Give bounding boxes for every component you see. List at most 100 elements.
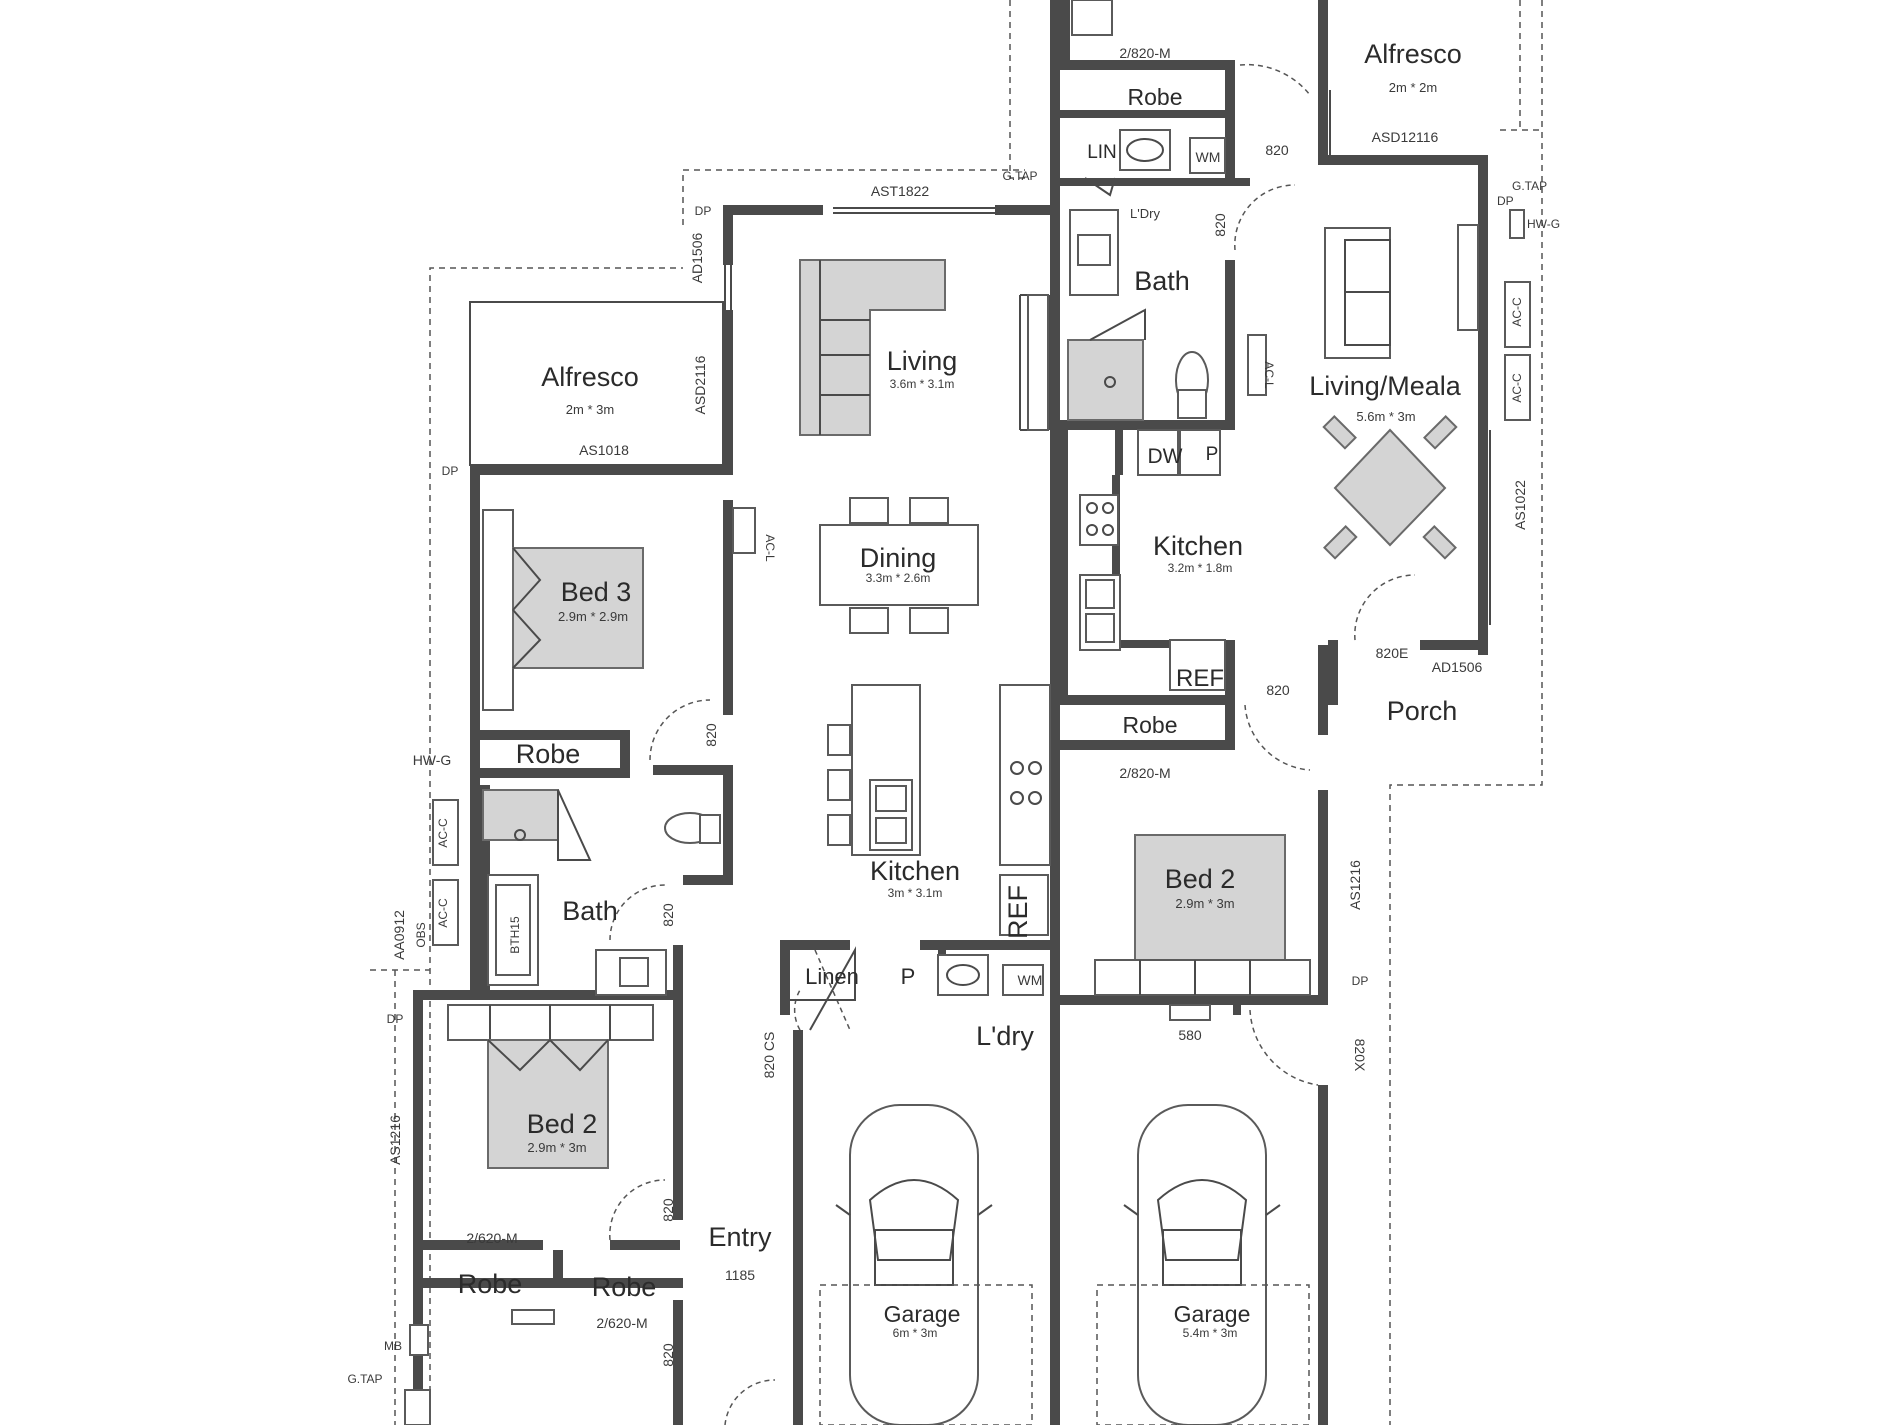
right-unit-fixtures: [432, 0, 1531, 1021]
downpipe-label: DP: [695, 204, 712, 218]
car-right-icon: [1123, 1104, 1281, 1425]
bed3-dim: 2.9m * 2.9m: [558, 609, 628, 624]
car-left-icon: [835, 1104, 993, 1425]
gas-tap-label: G.TAP: [347, 1372, 382, 1386]
dining-dim: 3.3m * 2.6m: [866, 571, 931, 585]
alfresco-left-label: Alfresco: [541, 362, 639, 392]
door-size: 820 CS: [761, 1032, 777, 1079]
entry-door-size: 1185: [725, 1267, 755, 1283]
left-unit-walls: [413, 0, 1060, 1425]
robe-b-label: Robe: [592, 1272, 657, 1302]
site-boundary-lines: [370, 0, 1543, 1425]
door-size: 820: [1265, 142, 1289, 158]
entry-label: Entry: [708, 1222, 772, 1252]
obs-label: OBS: [414, 922, 428, 947]
ldry-right-label: L'Dry: [1130, 206, 1160, 221]
bath-code: BTH15: [508, 916, 522, 954]
wm-left-label: WM: [1018, 972, 1043, 988]
ac-label: AC-L: [1262, 361, 1276, 389]
bed2-right-dim: 2.9m * 3m: [1175, 896, 1234, 911]
alfresco-right-dim: 2m * 2m: [1389, 80, 1437, 95]
door-code: AD1506: [689, 232, 705, 283]
window-code: AS1018: [579, 442, 629, 458]
door-size: 820E: [1376, 645, 1409, 661]
bed2-right-label: Bed 2: [1165, 864, 1236, 894]
door-swings: [609, 63, 1416, 1425]
kitchen-right-label: Kitchen: [1153, 531, 1243, 561]
door-code: ASD2116: [692, 355, 708, 414]
alfresco-left-dim: 2m * 3m: [566, 402, 614, 417]
ac-label: AC-L: [763, 534, 777, 562]
lin-right-label: LIN: [1087, 142, 1117, 163]
porch-label: Porch: [1387, 696, 1458, 726]
wm-right-label: WM: [1196, 149, 1221, 165]
bed-icon: [482, 509, 514, 711]
downpipe-label: DP: [442, 464, 459, 478]
window-code: AA0912: [391, 910, 407, 960]
window-code: AS1216: [1347, 860, 1363, 910]
annotations: AST1822 AD1506 ASD2116 AS1018 G.TAP DP D…: [347, 45, 1560, 1386]
downpipe-label: DP: [1352, 974, 1369, 988]
windows: [415, 90, 1491, 1240]
garage-right-label: Garage: [1174, 1301, 1251, 1327]
bed2-left-label: Bed 2: [527, 1109, 598, 1139]
living-meals-dim: 5.6m * 3m: [1356, 409, 1415, 424]
ac-label: AC-C: [1510, 297, 1524, 327]
dining-label: Dining: [860, 543, 937, 573]
living-label: Living: [887, 346, 958, 376]
sofa-icon: [799, 259, 946, 436]
gas-tap-label: G.TAP: [1002, 169, 1037, 183]
living-meals-label: Living/Meala: [1309, 371, 1462, 401]
left-unit-fixtures: [404, 259, 1310, 1425]
door-size: 580: [1178, 1027, 1202, 1043]
garage-left-label: Garage: [884, 1301, 961, 1327]
hot-water-label: HW-G: [413, 752, 452, 768]
window-code: AS1216: [387, 1115, 403, 1165]
pantry-left-label: P: [901, 964, 916, 989]
robe-door-size: 2/620-M: [596, 1315, 647, 1331]
bed2-left-dim: 2.9m * 3m: [527, 1140, 586, 1155]
door-code: AD1506: [1432, 659, 1483, 675]
bath-left-label: Bath: [562, 896, 618, 926]
hot-water-label: HW-G: [1527, 217, 1560, 231]
ldry-left-label: L'dry: [976, 1021, 1034, 1051]
kitchen-right-dim: 3.2m * 1.8m: [1168, 561, 1233, 575]
kitchen-left-label: Kitchen: [870, 856, 960, 886]
door-size: 820: [703, 723, 719, 747]
downpipe-label: DP: [1497, 194, 1514, 208]
window-code: AS1022: [1512, 480, 1528, 530]
ref-left-label: REF: [1003, 885, 1033, 939]
window-code: AST1822: [871, 183, 930, 199]
living-dim: 3.6m * 3.1m: [890, 377, 955, 391]
alfresco-right-label: Alfresco: [1364, 39, 1462, 69]
robe-bed2-right-label: Robe: [1123, 712, 1178, 738]
room-labels: Alfresco 2m * 3m Living 3.6m * 3.1m Dini…: [458, 39, 1462, 1340]
gas-tap-label: G.TAP: [1512, 179, 1547, 193]
robe-door-size: 2/820-M: [1119, 45, 1170, 61]
door-size: 820: [660, 1343, 676, 1367]
door-size: 820: [660, 1198, 676, 1222]
linen-label: Linen: [805, 964, 859, 989]
dining-table-right-icon: [1322, 415, 1458, 560]
bed3-label: Bed 3: [561, 577, 632, 607]
door-size: 820X: [1352, 1039, 1368, 1072]
robe-top-right-label: Robe: [1128, 84, 1183, 110]
dining-table-icon: [819, 524, 979, 606]
robe-a-label: Robe: [458, 1269, 523, 1299]
door-size: 820: [1266, 682, 1290, 698]
pantry-right-label: P: [1206, 444, 1219, 465]
robe-bed3-label: Robe: [516, 739, 581, 769]
fridge-icon: [999, 874, 1049, 936]
downpipe-label: DP: [387, 1012, 404, 1026]
robe-door-size: 2/820-M: [1119, 765, 1170, 781]
alfresco-left-outline: [469, 301, 724, 466]
door-size: 820: [660, 903, 676, 927]
meter-box-label: MB: [384, 1339, 402, 1353]
garage-left-dim: 6m * 3m: [893, 1326, 938, 1340]
ref-right-label: REF: [1176, 665, 1224, 692]
door-size: 820: [1212, 213, 1228, 237]
ac-label: AC-C: [1510, 373, 1524, 403]
ac-label: AC-C: [436, 818, 450, 848]
door-code: ASD12116: [1372, 129, 1439, 145]
